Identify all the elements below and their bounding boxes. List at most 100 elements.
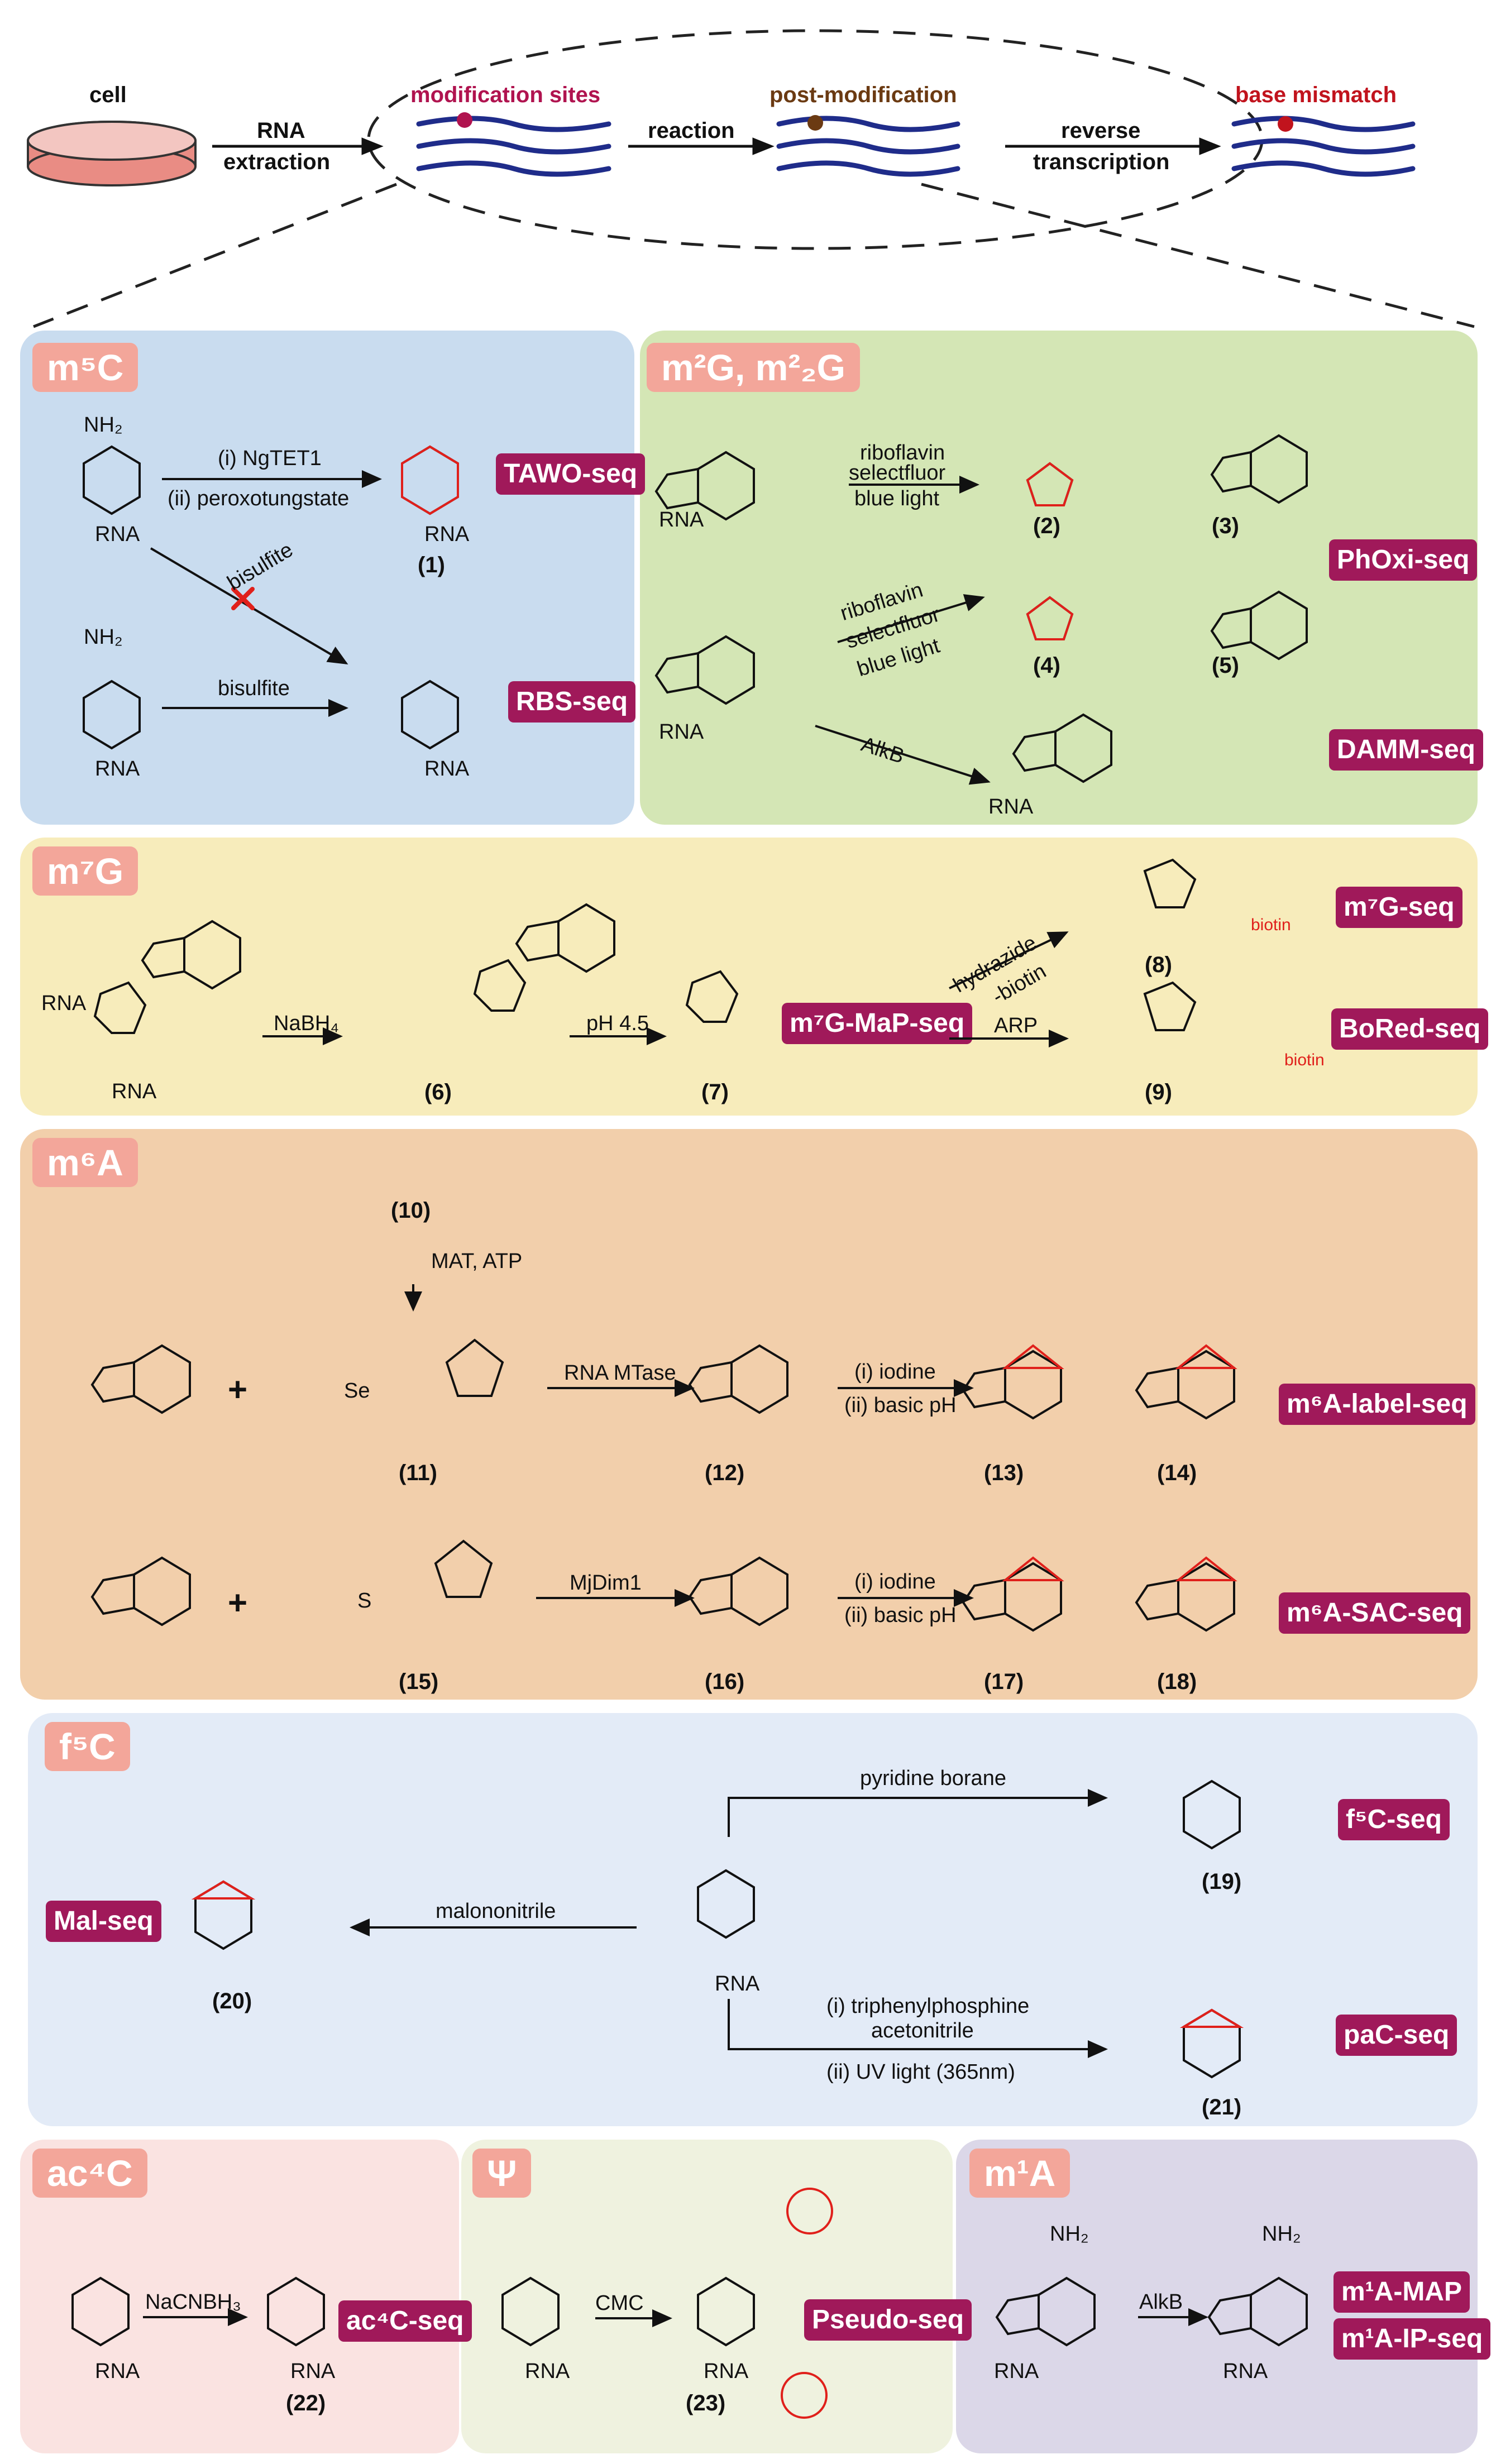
atom-rna-m2g-3: RNA	[988, 795, 1034, 819]
method-damm-seq: DAMM-seq	[1329, 729, 1483, 771]
title-m2g: m²G, m²₂G	[647, 343, 860, 392]
reagent-malononitrile: malononitrile	[436, 1900, 556, 1923]
atom-s: S	[357, 1589, 372, 1613]
compound-19: (19)	[1202, 1869, 1242, 1894]
method-phoxi-seq: PhOxi-seq	[1329, 539, 1478, 581]
atom-rna-psi-1: RNA	[525, 2360, 570, 2383]
workflow-diagram	[27, 29, 1475, 328]
panel-psi	[461, 2140, 953, 2453]
reagent-bisulfite: bisulfite	[218, 677, 290, 700]
atom-rna-2: RNA	[95, 757, 140, 781]
compound-15: (15)	[399, 1669, 439, 1694]
title-psi: Ψ	[472, 2149, 532, 2198]
post-modification-label: post-modification	[769, 83, 957, 107]
atom-nh2-2: NH₂	[84, 625, 123, 649]
reverse-transcription-label: reverse	[1061, 118, 1141, 143]
atom-rna-f5c: RNA	[715, 1972, 760, 1996]
compound-8: (8)	[1145, 953, 1172, 977]
cell-label: cell	[89, 83, 127, 107]
reagent-arp: ARP	[994, 1014, 1038, 1037]
atom-rna-1: RNA	[95, 523, 140, 546]
method-m6a-label-seq: m⁶A-label-seq	[1279, 1384, 1475, 1425]
reagent-rna-mtase: RNA MTase	[564, 1361, 676, 1385]
modification-site-dot	[457, 112, 472, 128]
atom-nh2-1: NH₂	[84, 413, 123, 437]
method-pac-seq: paC-seq	[1336, 2015, 1457, 2056]
petri-dish-icon	[27, 121, 197, 186]
compound-4: (4)	[1033, 653, 1060, 678]
compound-18: (18)	[1157, 1669, 1197, 1694]
atom-rna-m2g-1: RNA	[659, 508, 704, 532]
reverse-transcription-label-2: transcription	[1033, 150, 1170, 174]
title-m7g: m⁷G	[32, 846, 138, 896]
atom-nh2-m1a-2: NH₂	[1262, 2222, 1301, 2246]
reagent-alkb-m1a: AlkB	[1139, 2290, 1183, 2314]
rna-extraction-label: RNA	[257, 118, 305, 143]
method-bored-seq: BoRed-seq	[1331, 1008, 1489, 1050]
compound-16: (16)	[705, 1669, 745, 1694]
compound-23: (23)	[686, 2391, 726, 2415]
title-f5c: f⁵C	[45, 1722, 130, 1771]
compound-3: (3)	[1212, 514, 1239, 538]
reagent-riboflavin-a: riboflavin	[860, 441, 945, 465]
post-modification-dot	[807, 115, 823, 131]
base-mismatch-label: base mismatch	[1235, 83, 1397, 107]
title-m1a: m¹A	[969, 2149, 1070, 2198]
atom-rna-ac4c-1: RNA	[95, 2360, 140, 2383]
compound-10: (10)	[391, 1198, 431, 1223]
reagent-bluelight-a: blue light	[854, 487, 940, 510]
plus-sign-1: +	[228, 1371, 248, 1408]
base-mismatch-dot	[1278, 116, 1293, 132]
compound-2: (2)	[1033, 514, 1060, 538]
modification-sites-label: modification sites	[410, 83, 601, 107]
reagent-pyridine-borane: pyridine borane	[860, 1767, 1006, 1790]
atom-rna-4: RNA	[424, 757, 470, 781]
atom-nh2-m1a-1: NH₂	[1050, 2222, 1089, 2246]
reagent-uv-light: (ii) UV light (365nm)	[826, 2060, 1015, 2084]
compound-11: (11)	[399, 1461, 437, 1485]
atom-rna-m7g-2: RNA	[112, 1080, 157, 1103]
blocked-reaction-icon	[231, 587, 255, 610]
compound-7: (7)	[701, 1080, 729, 1104]
compound-21: (21)	[1202, 2095, 1242, 2119]
method-rbs-seq: RBS-seq	[508, 681, 636, 723]
biotin-label-9: biotin	[1284, 1051, 1325, 1069]
compound-1: (1)	[418, 553, 445, 577]
rna-extraction-label-2: extraction	[223, 150, 331, 174]
compound-22: (22)	[286, 2391, 326, 2415]
atom-rna-m1a-1: RNA	[994, 2360, 1039, 2383]
atom-rna-psi-2: RNA	[704, 2360, 749, 2383]
method-m7g-map-seq: m⁷G-MaP-seq	[782, 1003, 973, 1044]
atom-rna-m7g-1: RNA	[41, 992, 87, 1015]
method-m6a-sac-seq: m⁶A-SAC-seq	[1279, 1592, 1471, 1634]
compound-5: (5)	[1212, 653, 1239, 678]
reagent-selectfluor-a: selectfluor	[849, 461, 946, 485]
compound-14: (14)	[1157, 1461, 1197, 1485]
reagent-ph: pH 4.5	[586, 1012, 649, 1035]
method-m1a-map: m¹A-MAP	[1334, 2271, 1470, 2313]
method-m7g-seq: m⁷G-seq	[1336, 887, 1462, 928]
title-m6a: m⁶A	[32, 1138, 138, 1187]
reagent-basic-2: (ii) basic pH	[844, 1604, 957, 1627]
method-tawo-seq: TAWO-seq	[496, 453, 646, 495]
title-ac4c: ac⁴C	[32, 2149, 147, 2198]
panel-m7g	[20, 838, 1478, 1116]
reagent-cmc: CMC	[595, 2291, 644, 2315]
atom-se: Se	[344, 1379, 370, 1403]
method-mal-seq: Mal-seq	[46, 1901, 161, 1942]
reagent-nabh4: NaBH₄	[274, 1012, 339, 1035]
title-m5c: m⁵C	[32, 343, 138, 392]
compound-12: (12)	[705, 1461, 745, 1485]
compound-9: (9)	[1145, 1080, 1172, 1104]
atom-rna-ac4c-2: RNA	[290, 2360, 336, 2383]
plus-sign-2: +	[228, 1584, 248, 1621]
compound-6: (6)	[424, 1080, 452, 1104]
biotin-label-8: biotin	[1251, 916, 1291, 934]
reagent-mjdim1: MjDim1	[570, 1571, 642, 1595]
reagent-ngtet1: (i) NgTET1	[218, 447, 322, 470]
reagent-peroxotungstate: (ii) peroxotungstate	[168, 487, 350, 510]
reagent-triphenylphosphine: (i) triphenylphosphine	[826, 1994, 1030, 2018]
reagent-basic-1: (ii) basic pH	[844, 1394, 957, 1417]
